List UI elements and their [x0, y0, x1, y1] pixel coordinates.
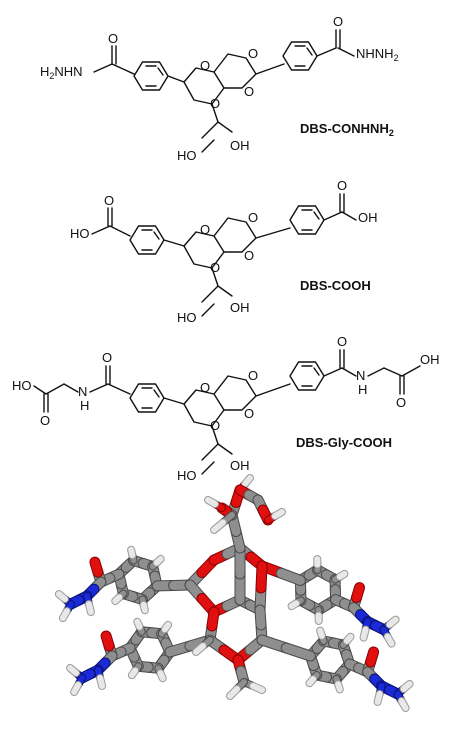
bond-stick	[55, 591, 68, 603]
bond-stick	[161, 621, 172, 633]
svg-text:O: O	[40, 413, 50, 428]
bond-stick	[288, 600, 300, 610]
bond-stick	[90, 557, 103, 577]
svg-text:O: O	[337, 334, 347, 349]
svg-text:O: O	[333, 14, 343, 29]
svg-text:O: O	[396, 395, 406, 410]
left-acid-oh-label: HO	[70, 226, 90, 241]
bond-stick	[276, 568, 305, 585]
bond-stick	[128, 667, 139, 679]
bond-stick	[306, 676, 317, 687]
bond-stick	[343, 633, 354, 644]
phenyl-ring-left	[133, 61, 169, 91]
svg-text:HO: HO	[177, 310, 197, 325]
bond-stick	[336, 570, 348, 580]
bond-stick	[85, 601, 94, 616]
compound-dbs-conhnh2: H2NHN O O O O O O NHNH2 HO OH DBS-CONHNH…	[40, 14, 399, 163]
phenyl-ring-right	[289, 361, 325, 391]
svg-text:O: O	[244, 84, 254, 99]
phenyl-ring-right	[282, 41, 318, 71]
bond-stick	[59, 608, 70, 622]
svg-text:O: O	[200, 222, 210, 237]
bond-stick	[157, 670, 166, 682]
bond-stick	[140, 601, 148, 614]
amide-h-label: H	[80, 398, 89, 413]
svg-text:O: O	[248, 368, 258, 383]
molecular-3d-model	[54, 474, 414, 712]
svg-text:O: O	[248, 46, 258, 61]
svg-text:O: O	[210, 418, 220, 433]
compound-name-2: DBS-COOH	[300, 278, 371, 293]
bond-stick	[272, 509, 285, 519]
bond-stick	[250, 683, 265, 693]
bond-stick	[134, 618, 143, 630]
compound-name-3: DBS-Gly-COOH	[296, 435, 392, 450]
left-hydrazide-label: H2NHN	[40, 64, 83, 81]
bond-stick	[335, 681, 343, 693]
bond-stick	[281, 643, 315, 661]
bond-stick	[256, 561, 267, 593]
right-hydrazide-label: NHNH2	[356, 46, 399, 63]
phenyl-ring-left	[129, 383, 165, 413]
svg-text:N: N	[356, 368, 365, 383]
bond-stick	[207, 607, 219, 631]
bond-stick	[360, 626, 369, 641]
compound-name-1: DBS-CONHNH2	[300, 121, 394, 138]
bond-stick	[242, 475, 253, 487]
bond-stick	[384, 633, 395, 647]
svg-text:O: O	[200, 380, 210, 395]
svg-text:O: O	[244, 248, 254, 263]
right-acid-oh-label: OH	[358, 210, 378, 225]
bond-stick	[128, 546, 136, 559]
bond-stick	[352, 583, 365, 603]
left-acid-oh-label: HO	[12, 378, 32, 393]
compound-dbs-cooh: HO O O O O O O OH HO OH DBS-COOH	[70, 178, 378, 325]
bond-stick	[112, 594, 123, 605]
svg-text:O: O	[244, 406, 254, 421]
carbonyl-oxygen-label: O	[108, 31, 118, 46]
amide-n-label: N	[78, 384, 87, 399]
bond-stick	[366, 647, 379, 667]
bond-stick	[153, 555, 164, 566]
svg-text:O: O	[104, 193, 114, 208]
svg-text:O: O	[210, 260, 220, 275]
svg-text:OH: OH	[230, 300, 250, 315]
bond-stick	[97, 675, 106, 690]
diol-ho-label: HO	[177, 148, 197, 163]
svg-text:O: O	[248, 210, 258, 225]
bond-stick	[400, 680, 413, 692]
compound-dbs-gly-cooh: HO O N H O O O O O O N H O OH	[12, 334, 440, 483]
bond-stick	[67, 665, 80, 677]
bond-stick	[398, 697, 409, 711]
svg-text:HO: HO	[177, 468, 197, 483]
svg-text:O: O	[210, 96, 220, 111]
bond-stick	[317, 627, 325, 639]
bond-stick	[211, 519, 226, 533]
svg-text:H: H	[358, 382, 367, 397]
bond-stick	[374, 690, 383, 705]
phenyl-ring-left	[129, 225, 165, 255]
bond-stick	[101, 631, 114, 651]
svg-text:O: O	[337, 178, 347, 193]
bond-stick	[205, 497, 218, 507]
phenyl-ring-right	[289, 205, 325, 235]
svg-text:OH: OH	[230, 458, 250, 473]
bond-stick	[227, 686, 240, 699]
bond-stick	[193, 643, 206, 655]
right-acid-oh-label: OH	[420, 352, 440, 367]
bond-stick	[255, 605, 266, 630]
bond-stick	[386, 616, 399, 628]
bond-stick	[71, 682, 82, 696]
svg-text:O: O	[200, 58, 210, 73]
diol-oh-label: OH	[230, 138, 250, 153]
svg-text:O: O	[102, 350, 112, 365]
